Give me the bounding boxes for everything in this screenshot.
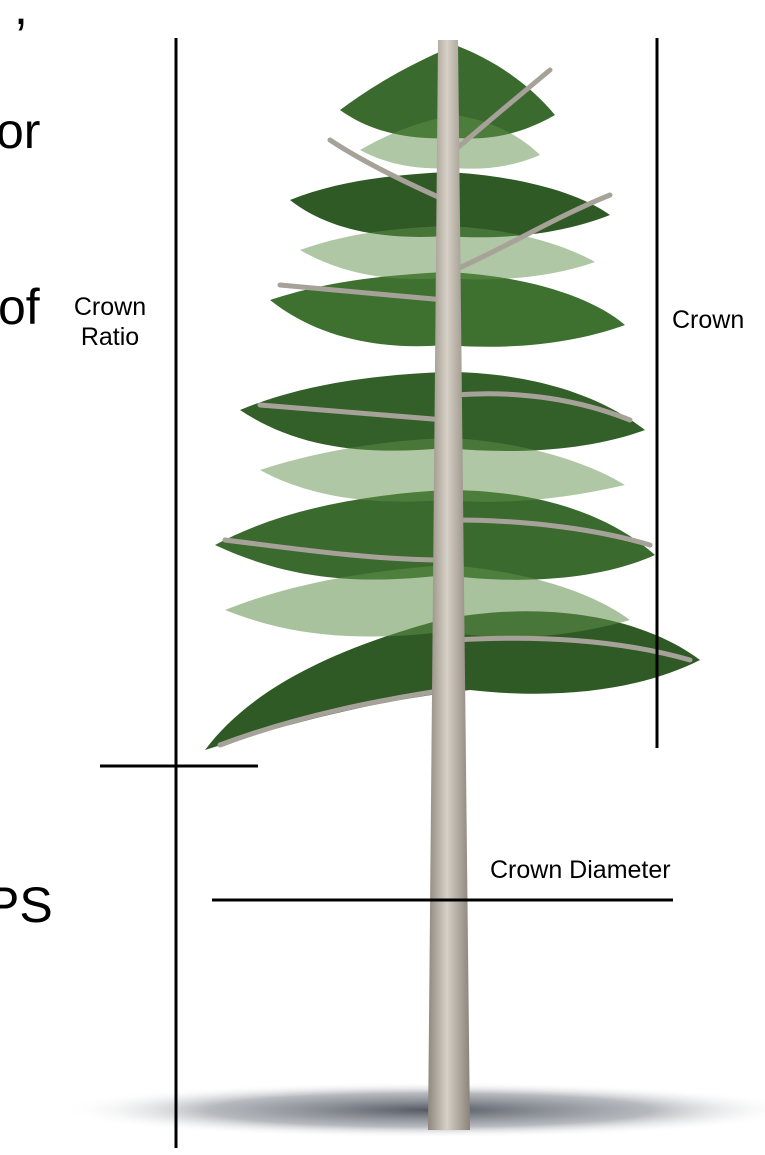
slide-text-fragment-2: or bbox=[0, 106, 40, 156]
slide-text-fragment-1: , bbox=[14, 0, 28, 32]
crown-ratio-label-line2: Ratio bbox=[58, 322, 162, 352]
crown-diameter-label: Crown Diameter bbox=[490, 855, 671, 885]
slide-text-fragment-3: of bbox=[0, 282, 40, 332]
crown-ratio-label: Crown Ratio bbox=[58, 292, 162, 352]
ground-shadow bbox=[60, 1082, 765, 1138]
crown-length-label: Crown bbox=[672, 305, 744, 335]
crown-ratio-label-line1: Crown bbox=[58, 292, 162, 322]
slide-text-fragment-4: PS bbox=[0, 880, 53, 930]
